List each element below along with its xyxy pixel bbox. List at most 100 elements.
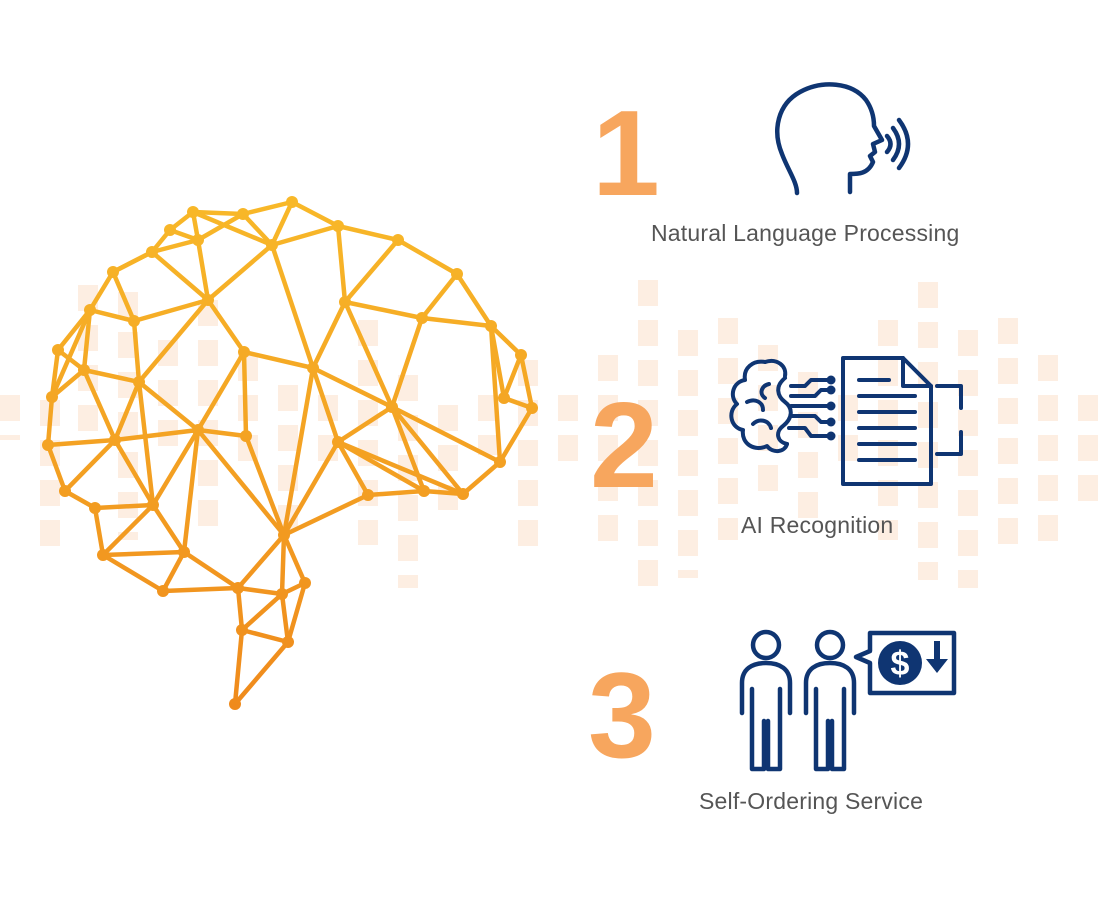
brain-network-node <box>157 585 169 597</box>
equalizer-bar-segment <box>398 575 418 588</box>
equalizer-bar-segment <box>878 320 898 346</box>
speaking-head-icon <box>775 82 911 196</box>
brain-network-edge <box>240 211 275 248</box>
brain-network-edge <box>335 439 466 497</box>
brain-network-edge <box>100 502 156 558</box>
brain-network-edge <box>239 627 291 645</box>
equalizer-bar-segment <box>798 492 818 518</box>
brain-network-node <box>133 376 145 388</box>
brain-network-edge <box>342 299 395 410</box>
brain-network-node <box>192 234 204 246</box>
brain-network-node <box>451 268 463 280</box>
brain-network-node <box>238 346 250 358</box>
brain-network-edge <box>269 242 316 371</box>
brain-network-edge <box>281 365 316 538</box>
brain-network-edge <box>62 437 118 494</box>
equalizer-bar-segment <box>1038 515 1058 541</box>
equalizer-bar-segment <box>798 452 818 478</box>
brain-network-node <box>46 391 58 403</box>
brain-network-edge <box>335 223 401 243</box>
equalizer-bar-segment <box>198 500 218 526</box>
equalizer-bar-segment <box>598 395 618 421</box>
brain-network-node <box>416 312 428 324</box>
brain-network-edge <box>243 433 287 538</box>
equalizer-bar-segment <box>40 480 60 506</box>
feature-3-label: Self-Ordering Service <box>699 788 924 814</box>
brain-network-edge <box>112 379 142 443</box>
equalizer-bar-segment <box>158 340 178 366</box>
brain-network-node <box>164 224 176 236</box>
brain-network-edge <box>136 379 201 433</box>
brain-network-edge <box>419 271 460 321</box>
brain-network-edge <box>454 271 494 329</box>
brain-network-edge <box>49 367 87 400</box>
brain-network-node <box>59 485 71 497</box>
equalizer-bar-segment <box>638 360 658 386</box>
brain-network-edge <box>87 307 137 324</box>
equalizer-bar-segment <box>678 410 698 436</box>
equalizer-bar-segment <box>0 435 20 440</box>
brain-network-edge <box>81 307 93 373</box>
brain-network-edge <box>342 237 401 305</box>
equalizer-bar-segment <box>678 530 698 556</box>
equalizer-bar-segment <box>638 520 658 546</box>
brain-network-edge <box>518 352 535 411</box>
equalizer-bar-segment <box>998 518 1018 544</box>
brain-network-edge <box>285 580 308 645</box>
feature-1-label: Natural Language Processing <box>651 220 960 246</box>
brain-network-edge <box>205 297 247 355</box>
equalizer-bar-segment <box>398 535 418 561</box>
equalizer-bar-segment <box>518 440 538 466</box>
equalizer-bar-segment <box>1038 395 1058 421</box>
brain-network-edge <box>335 223 348 305</box>
customers-payment-icon: $ <box>739 629 957 772</box>
brain-network-node <box>202 294 214 306</box>
feature-3-number: 3 <box>588 647 656 783</box>
brain-network-node <box>362 489 374 501</box>
equalizer-bar-segment <box>1038 435 1058 461</box>
equalizer-bar-segment <box>558 435 578 461</box>
brain-network-node <box>237 208 249 220</box>
equalizer-bar-segment <box>638 480 658 506</box>
brain-network-edge <box>460 459 503 497</box>
brain-network-edge <box>181 427 201 555</box>
brain-network-edge <box>488 323 503 465</box>
equalizer-bar-segment <box>958 330 978 356</box>
equalizer-bar-segment <box>518 520 538 546</box>
brain-network-node <box>299 577 311 589</box>
brain-network-edge <box>112 437 156 508</box>
equalizer-bar-segment <box>478 395 498 421</box>
brain-network-edge <box>501 352 524 401</box>
brain-network-edge <box>232 639 291 707</box>
brain-network-edge <box>281 532 308 586</box>
equalizer-bar-segment <box>918 522 938 548</box>
brain-network-node <box>515 349 527 361</box>
brain-network-node <box>229 698 241 710</box>
brain-network-edge <box>190 209 246 217</box>
equalizer-bar-segment <box>678 370 698 396</box>
brain-network-edge <box>235 585 245 633</box>
brain-network-edge <box>181 549 241 591</box>
brain-network-edge <box>365 488 427 498</box>
brain-network-edge <box>112 427 201 443</box>
brain-network-edge <box>241 349 316 371</box>
brain-network-edge <box>281 439 341 538</box>
equalizer-bar-segment <box>558 395 578 421</box>
equalizer-bar-segment <box>118 332 138 358</box>
brain-network-edge <box>389 404 466 497</box>
equalizer-bar-segment <box>958 450 978 476</box>
equalizer-bar-segment <box>638 560 658 586</box>
brain-network-node <box>307 362 319 374</box>
equalizer-bar-segment <box>678 450 698 476</box>
brain-network-edge <box>92 505 106 558</box>
equalizer-bar-segment <box>598 475 618 501</box>
equalizer-bar-segment <box>438 405 458 431</box>
brain-network-edge <box>190 209 275 248</box>
brain-network-edge <box>110 269 137 324</box>
equalizer-bar-segment <box>718 438 738 464</box>
equalizer-bar-segment <box>918 322 938 348</box>
brain-network-node <box>282 636 294 648</box>
ai-document-scan-icon <box>729 356 963 486</box>
brain-network-node <box>187 206 199 218</box>
